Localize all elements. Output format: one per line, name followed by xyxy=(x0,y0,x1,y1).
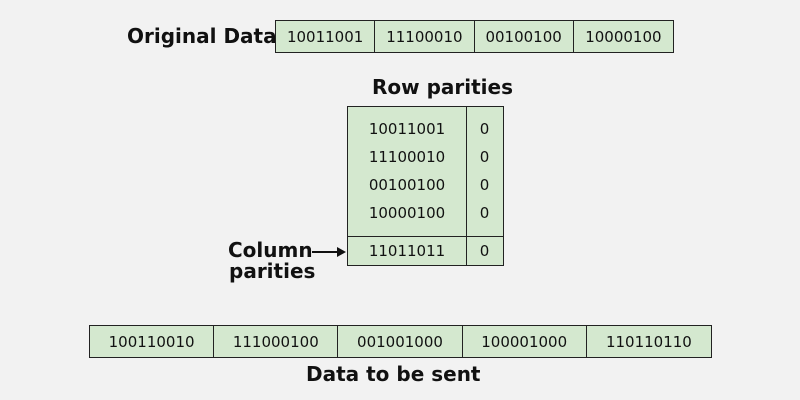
sent-data-strip: 100110010 111000100 001001000 100001000 … xyxy=(89,325,712,358)
sent-data-block: 100001000 xyxy=(463,326,587,357)
row-parity-bit: 0 xyxy=(479,176,490,194)
table-column-divider xyxy=(466,107,467,265)
sent-data-block: 100110010 xyxy=(90,326,215,357)
row-data: 11100010 xyxy=(368,148,446,166)
column-parity-row: 11011011 0 xyxy=(348,237,503,265)
sent-data-block: 111000100 xyxy=(214,326,339,357)
original-data-label: Original Data xyxy=(127,24,277,48)
data-to-be-sent-label: Data to be sent xyxy=(306,362,481,386)
original-data-block: 00100100 xyxy=(475,21,574,52)
row-data: 10000100 xyxy=(368,204,446,222)
row-parity-bit: 0 xyxy=(479,204,490,222)
sent-data-block: 110110110 xyxy=(605,332,692,351)
column-parities-label-line2: parities xyxy=(229,259,316,283)
row-data: 00100100 xyxy=(368,176,446,194)
column-parities-label-line1: Column xyxy=(228,238,313,262)
column-parity-data: 11011011 xyxy=(368,242,446,260)
parity-row: 10000100 0 xyxy=(348,199,503,227)
parity-row: 10011001 0 xyxy=(348,115,503,143)
parity-table: 10011001 0 11100010 0 00100100 0 1000010… xyxy=(347,106,504,266)
sent-data-block: 001001000 xyxy=(338,326,463,357)
parity-row: 11100010 0 xyxy=(348,143,503,171)
original-data-block: 11100010 xyxy=(375,21,475,52)
row-parities-label: Row parities xyxy=(372,75,513,99)
arrow-icon xyxy=(312,247,346,257)
row-parity-bit: 0 xyxy=(479,148,490,166)
row-data: 10011001 xyxy=(368,120,446,138)
table-row-divider xyxy=(348,236,503,237)
column-parity-bit: 0 xyxy=(479,242,490,260)
original-data-strip: 10011001 11100010 00100100 10000100 xyxy=(275,20,674,53)
row-parity-bit: 0 xyxy=(479,120,490,138)
parity-row: 00100100 0 xyxy=(348,171,503,199)
original-data-block: 10000100 xyxy=(585,27,662,46)
original-data-block: 10011001 xyxy=(276,21,376,52)
